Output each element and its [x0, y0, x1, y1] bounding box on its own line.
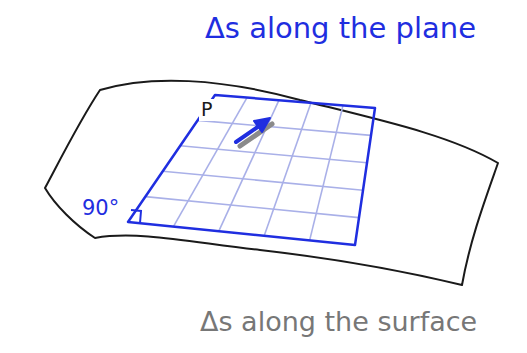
grid-line: [219, 100, 279, 231]
point-label: P: [199, 99, 214, 121]
plane-caption: Δs along the plane: [205, 12, 476, 45]
grid-line: [173, 98, 247, 227]
curved-surface: [45, 81, 498, 285]
grid-line: [145, 197, 359, 218]
plane-grid: [145, 98, 371, 241]
arrow-head: [254, 118, 270, 132]
grid-line: [163, 171, 363, 190]
tangent-plane: [128, 95, 375, 245]
grid-line: [198, 120, 371, 135]
angle-label: 90°: [82, 196, 119, 220]
surface-caption: Δs along the surface: [200, 306, 477, 337]
right-angle-mark: [131, 210, 141, 223]
grid-line: [180, 146, 367, 163]
grid-line: [310, 105, 343, 240]
